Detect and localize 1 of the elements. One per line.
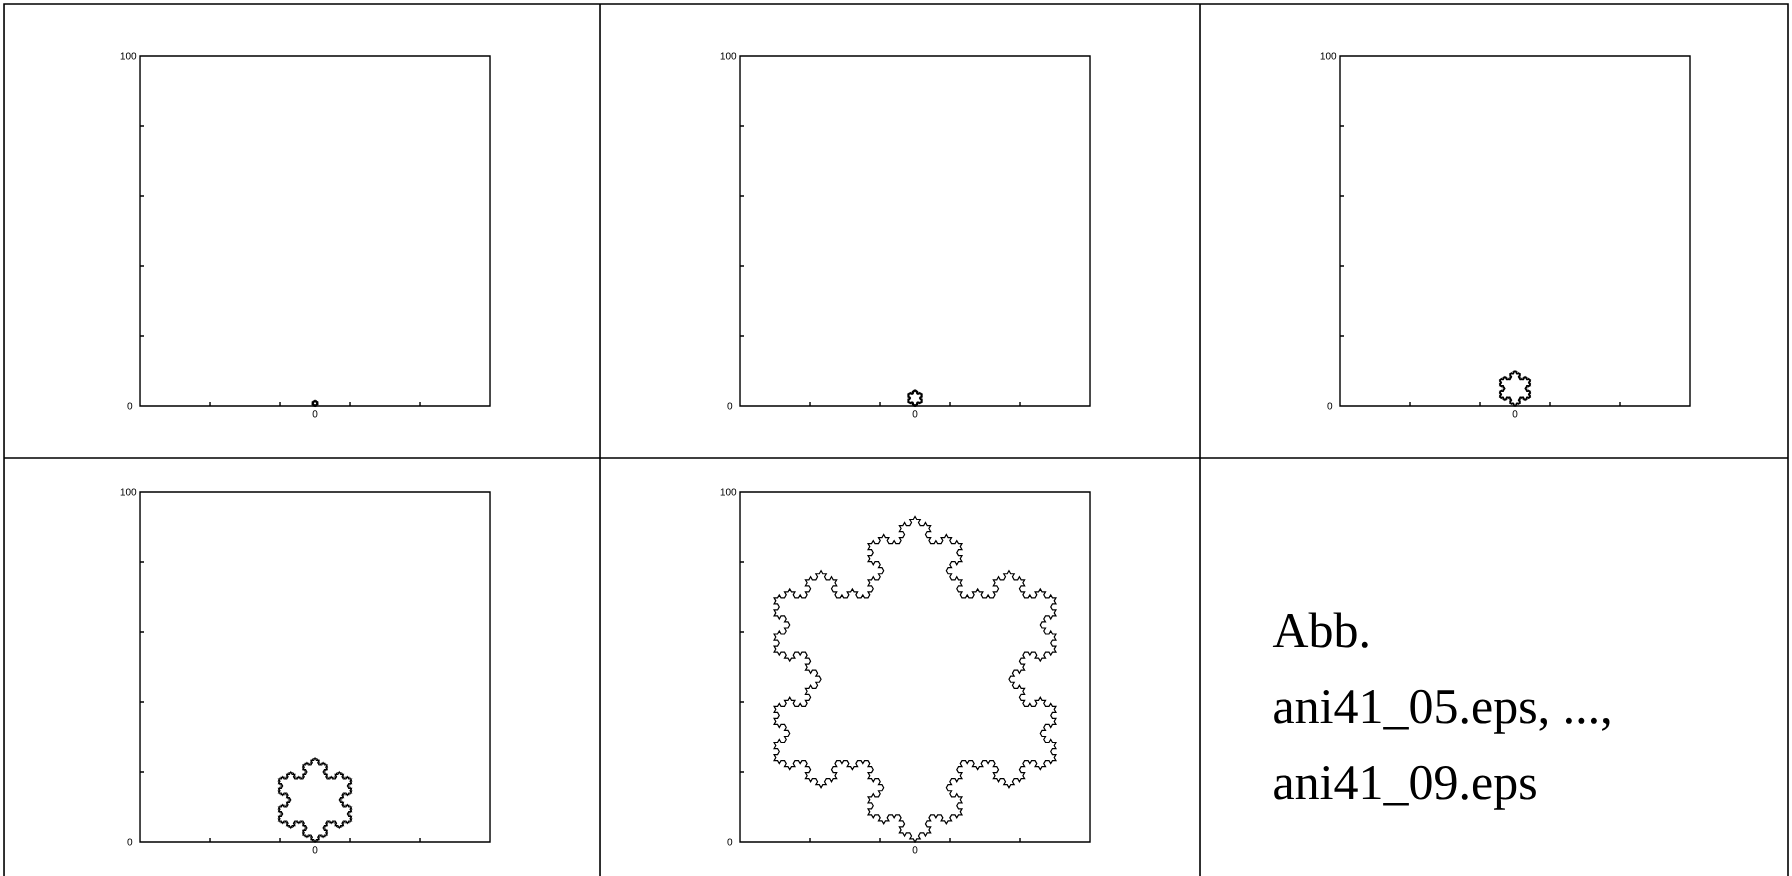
- caption: Abb. ani41_05.eps, ..., ani41_09.eps: [1272, 612, 1610, 810]
